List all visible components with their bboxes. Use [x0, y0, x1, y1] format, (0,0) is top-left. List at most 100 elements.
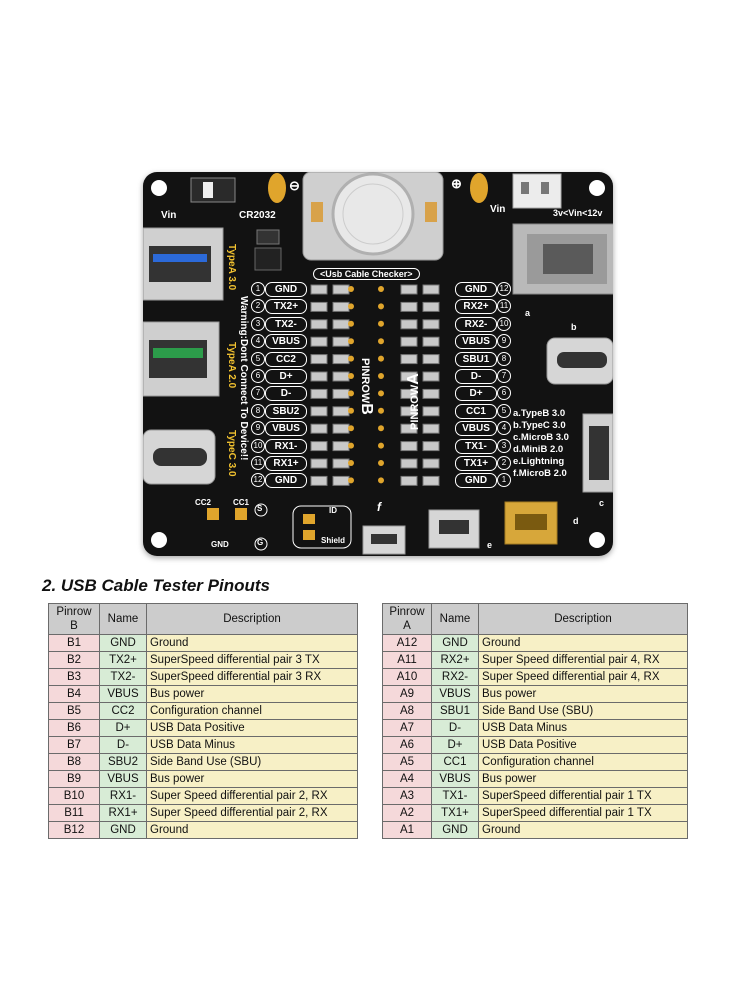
description-cell: Bus power — [478, 770, 688, 788]
pin-cell: A4 — [382, 770, 432, 788]
via-pad — [348, 477, 354, 484]
via-pad — [348, 407, 354, 414]
pin-label-b: TX2- — [265, 316, 307, 332]
led-pad — [332, 475, 350, 486]
b-mark: b — [571, 322, 577, 332]
vin-connector — [512, 173, 562, 209]
pinrow-a-label: PINROWA — [405, 373, 422, 430]
voltage-range-label: 3v<Vin<12v — [553, 208, 603, 218]
pin-cell: B11 — [48, 804, 100, 822]
plus-sign: ⊕ — [451, 176, 462, 191]
pin-number: 11 — [497, 299, 511, 314]
pin-cell: A7 — [382, 719, 432, 737]
via-pad — [348, 442, 354, 449]
pin-number: 12 — [251, 473, 265, 488]
minus-sign: ⊖ — [289, 178, 300, 193]
pin-label-b: TX2+ — [265, 299, 307, 315]
via-pad — [348, 286, 354, 292]
coin-cell-battery-icon — [331, 172, 415, 256]
pin-label-b: D+ — [265, 369, 307, 384]
led-pad — [422, 354, 440, 365]
cc1-label: CC1 — [233, 498, 250, 507]
usb-cable-tester-board: Vin CR2032 ⊖ ⊕ Vin 3v<Vin<12v <Usb Cable… — [143, 172, 613, 556]
led-pad — [422, 406, 440, 417]
via-pad — [348, 320, 354, 327]
via-pad — [348, 355, 354, 362]
led-pad — [422, 388, 440, 399]
pin-cell: A9 — [382, 685, 432, 703]
via-pad — [348, 460, 354, 466]
name-cell: VBUS — [99, 685, 147, 703]
pin-cell: A6 — [382, 736, 432, 754]
pin-label-a: VBUS — [455, 421, 497, 437]
led-pad — [400, 301, 418, 312]
led-pad — [422, 284, 440, 295]
pin-cell: A8 — [382, 702, 432, 720]
name-cell: RX2- — [431, 668, 479, 686]
pin-label-b: GND — [265, 282, 307, 297]
name-cell: D- — [431, 719, 479, 737]
led-pad — [332, 354, 350, 365]
pin-number: 9 — [497, 334, 511, 349]
led-pad — [400, 319, 418, 330]
led-pad — [310, 458, 328, 469]
connector-legend-item: b.TypeC 3.0 — [513, 420, 566, 431]
via-pad — [378, 477, 384, 484]
led-pad — [332, 319, 350, 330]
mount-hole-tr — [589, 180, 605, 196]
name-cell: RX1+ — [99, 804, 147, 822]
description-cell: Ground — [478, 634, 688, 652]
typec30-label: TypeC 3.0 — [226, 430, 237, 477]
pin-label-b: CC2 — [265, 351, 307, 367]
name-cell: VBUS — [431, 685, 479, 703]
pin-cell: A3 — [382, 787, 432, 805]
shield-label: Shield — [321, 536, 346, 545]
description-cell: USB Data Minus — [146, 736, 358, 754]
led-pad — [400, 458, 418, 469]
pin-cell: B3 — [48, 668, 100, 686]
name-cell: CC1 — [431, 753, 479, 771]
battery-label: CR2032 — [239, 210, 276, 221]
led-pad — [422, 301, 440, 312]
header-pinrow: Pinrow B — [48, 603, 100, 635]
led-pad — [422, 441, 440, 452]
typea20-label: TypeA 2.0 — [226, 342, 237, 389]
via-pad — [378, 286, 384, 292]
led-pad — [422, 475, 440, 486]
name-cell: TX1- — [431, 787, 479, 805]
f-mark: f — [377, 500, 381, 514]
name-cell: RX2+ — [431, 651, 479, 669]
led-pad — [332, 301, 350, 312]
name-cell: SBU2 — [99, 753, 147, 771]
description-cell: Ground — [478, 821, 688, 839]
led-pad — [310, 301, 328, 312]
mount-hole-bl — [151, 532, 167, 548]
pin-cell: A2 — [382, 804, 432, 822]
led-pad — [332, 406, 350, 417]
description-cell: Super Speed differential pair 2, RX — [146, 804, 358, 822]
pin-number: 7 — [497, 369, 511, 383]
led-pad — [422, 319, 440, 330]
description-cell: Bus power — [146, 685, 358, 703]
description-cell: USB Data Positive — [478, 736, 688, 754]
cc2-label: CC2 — [195, 498, 212, 507]
name-cell: TX2+ — [99, 651, 147, 669]
pin-cell: A11 — [382, 651, 432, 669]
led-pad — [332, 441, 350, 452]
s-mark: S — [257, 504, 263, 513]
led-pad — [400, 284, 418, 295]
name-cell: D+ — [431, 736, 479, 754]
via-pad — [378, 355, 384, 362]
pin-number: 8 — [251, 403, 265, 418]
description-cell: Super Speed differential pair 2, RX — [146, 787, 358, 805]
